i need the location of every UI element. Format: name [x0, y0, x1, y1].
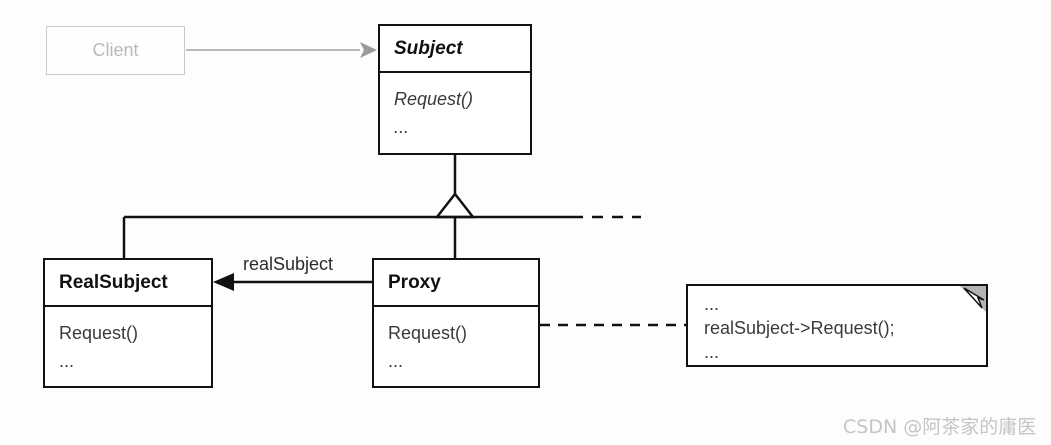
proxy-class-box[interactable]: Proxy Request() ...	[372, 258, 540, 388]
realsubject-member-0: Request()	[59, 323, 139, 343]
note-fold-corner-icon	[960, 286, 986, 312]
client-label: Client	[92, 40, 139, 60]
association-role-label: realSubject	[243, 254, 334, 274]
proxy-class-name: Proxy	[374, 260, 538, 307]
proxy-member-0: Request()	[388, 323, 468, 343]
note-line-0: ...	[704, 294, 720, 314]
note-line-2: ...	[704, 341, 720, 362]
client-box[interactable]: Client	[46, 26, 185, 75]
subject-member-0: Request()	[394, 89, 474, 109]
note-box[interactable]: ... realSubject->Request(); ...	[686, 284, 988, 367]
subject-members: Request() ...	[380, 73, 530, 142]
subject-class-name: Subject	[380, 26, 530, 73]
note-line-1: realSubject->Request();	[704, 317, 895, 338]
realsubject-class-box[interactable]: RealSubject Request() ...	[43, 258, 213, 388]
note-lines: ... realSubject->Request(); ...	[688, 286, 986, 364]
realsubject-member-1: ...	[59, 350, 75, 371]
realsubject-class-name: RealSubject	[45, 260, 211, 307]
client-to-subject-arrowhead	[360, 42, 377, 58]
generalization-triangle	[434, 191, 476, 219]
realsubject-members: Request() ...	[45, 307, 211, 376]
subject-member-1: ...	[394, 116, 410, 137]
watermark-text: CSDN @阿茶家的庸医	[843, 416, 1037, 438]
subject-class-box[interactable]: Subject Request() ...	[378, 24, 532, 155]
proxy-to-realsubject-arrowhead	[213, 273, 234, 291]
proxy-member-1: ...	[388, 350, 404, 371]
proxy-members: Request() ...	[374, 307, 538, 376]
